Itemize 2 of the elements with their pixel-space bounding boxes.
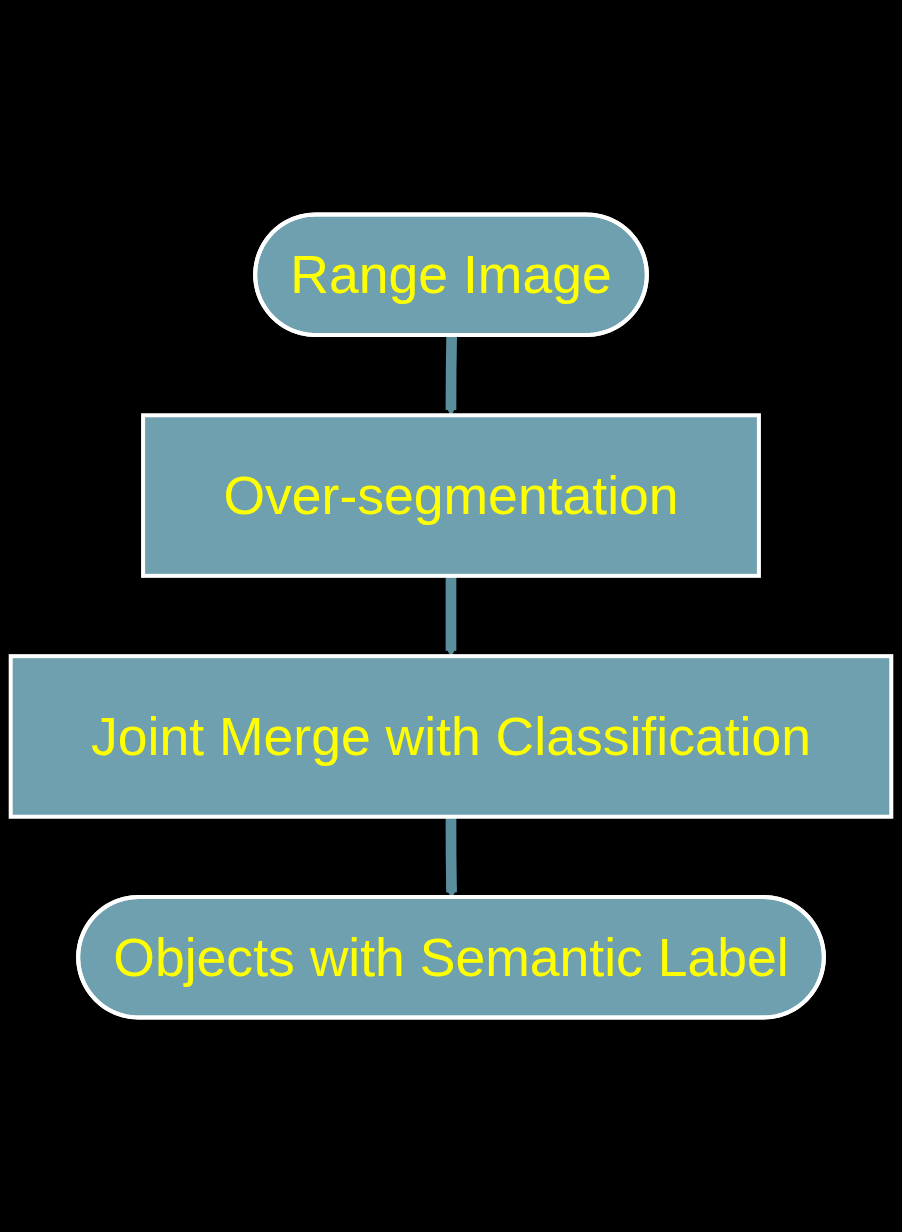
node-box: Joint Merge with Classification xyxy=(8,654,894,819)
node-box: Over-segmentation xyxy=(141,413,761,578)
